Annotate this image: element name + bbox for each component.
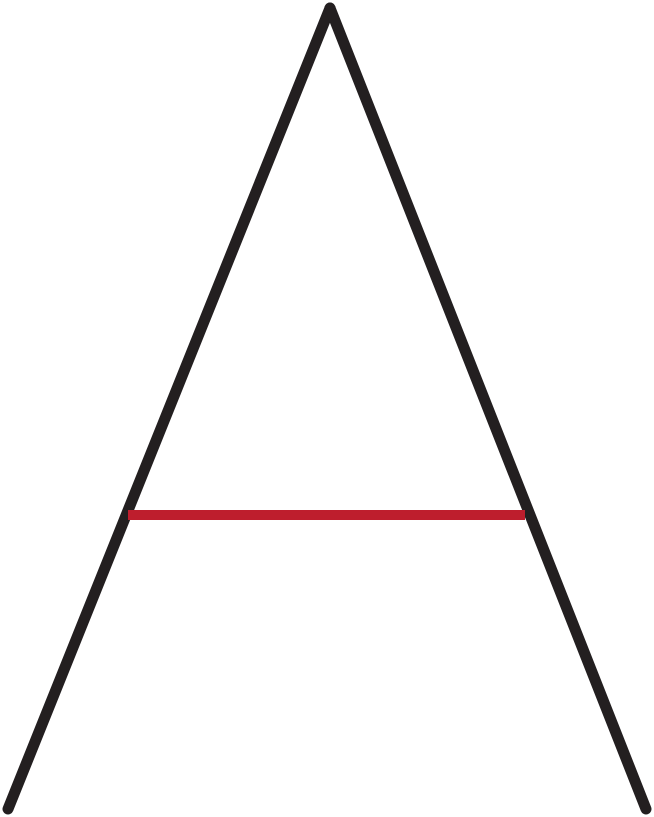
- left-leg-line: [2, 2, 336, 815]
- right-leg-line: [324, 2, 652, 815]
